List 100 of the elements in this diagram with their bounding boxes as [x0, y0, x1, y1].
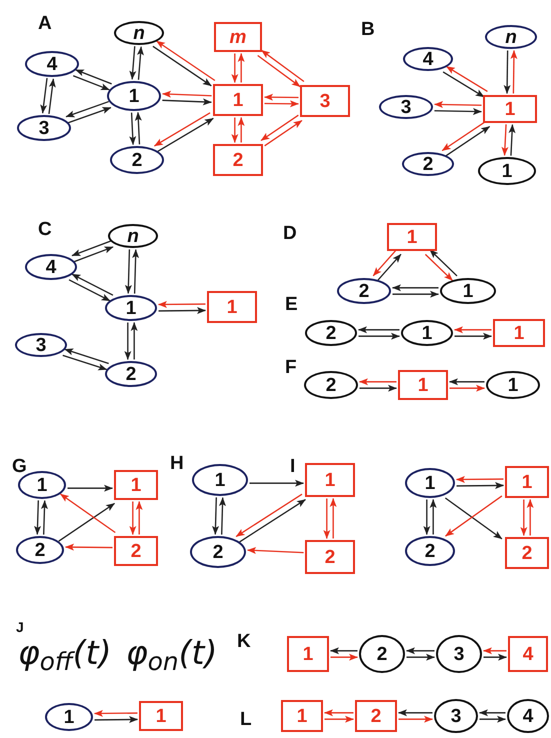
arrow — [66, 100, 109, 118]
state-label: n — [133, 24, 145, 42]
state-box — [213, 144, 263, 176]
arrow — [154, 112, 210, 146]
state-ellipse — [434, 699, 478, 733]
state-label: 2 — [370, 706, 382, 726]
arrow — [74, 246, 114, 262]
arrow — [34, 500, 42, 535]
arrow — [60, 493, 116, 534]
state-label: m — [230, 28, 246, 46]
arrow — [398, 716, 433, 723]
arrow — [424, 254, 453, 282]
state-ellipse — [192, 464, 248, 496]
state-ellipse — [403, 47, 453, 71]
arrow — [504, 50, 511, 94]
arrow — [239, 499, 306, 542]
arrow — [64, 348, 109, 364]
state-ellipse — [108, 224, 158, 248]
arrow — [456, 482, 504, 490]
state-ellipse — [337, 278, 391, 304]
arrow — [324, 716, 354, 723]
arrow — [94, 710, 138, 717]
state-label: 2 — [132, 150, 142, 170]
arrow — [162, 98, 212, 106]
state-label: 2 — [34, 540, 46, 560]
state-label: 1 — [324, 470, 336, 490]
arrow — [257, 54, 301, 88]
state-ellipse — [405, 536, 455, 566]
arrow — [129, 112, 136, 146]
state-box — [505, 537, 549, 569]
state-label: 4 — [46, 258, 56, 276]
arrow — [358, 332, 400, 340]
arrow — [483, 647, 506, 654]
arrow — [323, 498, 330, 539]
state-label: 1 — [504, 100, 516, 118]
arrow — [40, 78, 48, 114]
arrow — [480, 716, 506, 723]
state-ellipse — [25, 254, 77, 280]
state-label: 1 — [406, 228, 418, 246]
state-box — [305, 540, 355, 574]
arrow — [152, 46, 212, 86]
arrow — [501, 124, 508, 156]
arrow — [264, 94, 299, 101]
arrow — [136, 46, 144, 80]
formula-text: φ$_{on}$(t) — [126, 636, 218, 669]
arrow — [392, 284, 438, 292]
panel-letter: I — [290, 455, 296, 479]
arrow — [68, 279, 110, 302]
state-box — [398, 370, 448, 400]
arrow — [358, 326, 400, 334]
state-ellipse — [304, 371, 358, 399]
state-ellipse — [305, 320, 357, 346]
arrow — [484, 654, 507, 661]
arrow — [247, 547, 304, 554]
state-label: n — [127, 226, 139, 246]
panel-letter: A — [38, 12, 52, 36]
state-box — [139, 701, 183, 731]
arrow — [454, 332, 492, 340]
state-ellipse — [359, 635, 405, 673]
arrow — [264, 120, 302, 146]
state-label: 2 — [422, 154, 434, 174]
panel-letter: L — [240, 708, 252, 732]
panel-letter: E — [285, 293, 298, 317]
arrow — [261, 50, 304, 82]
state-ellipse — [105, 295, 157, 321]
state-box — [355, 700, 397, 732]
state-label: 1 — [214, 470, 226, 490]
panel-letter: K — [237, 630, 251, 654]
state-ellipse — [190, 536, 246, 568]
panel-letter: D — [283, 222, 297, 246]
arrow — [72, 274, 114, 296]
arrow — [442, 120, 486, 152]
state-box — [207, 291, 257, 323]
state-label: 1 — [296, 706, 308, 726]
arrow — [445, 126, 490, 156]
arrow — [434, 101, 482, 108]
state-label: 4 — [422, 50, 434, 68]
arrow — [238, 117, 245, 142]
state-label: 1 — [418, 376, 428, 394]
arrow — [392, 290, 439, 298]
state-label: 2 — [522, 544, 532, 562]
state-box — [300, 85, 350, 117]
state-box — [305, 463, 355, 497]
arrow — [58, 502, 115, 542]
arrow — [136, 501, 143, 534]
state-ellipse — [379, 95, 433, 119]
state-ellipse — [114, 21, 164, 45]
state-ellipse — [402, 152, 454, 176]
arrow — [479, 709, 506, 716]
arrow — [330, 654, 358, 661]
state-box — [287, 636, 329, 672]
state-ellipse — [440, 278, 496, 304]
arrow — [231, 54, 238, 83]
arrow — [72, 75, 110, 90]
arrow — [231, 118, 238, 143]
arrow — [449, 378, 484, 386]
state-ellipse — [436, 635, 482, 673]
state-label: 2 — [424, 542, 436, 560]
arrow — [330, 498, 337, 538]
arrow — [68, 484, 113, 492]
